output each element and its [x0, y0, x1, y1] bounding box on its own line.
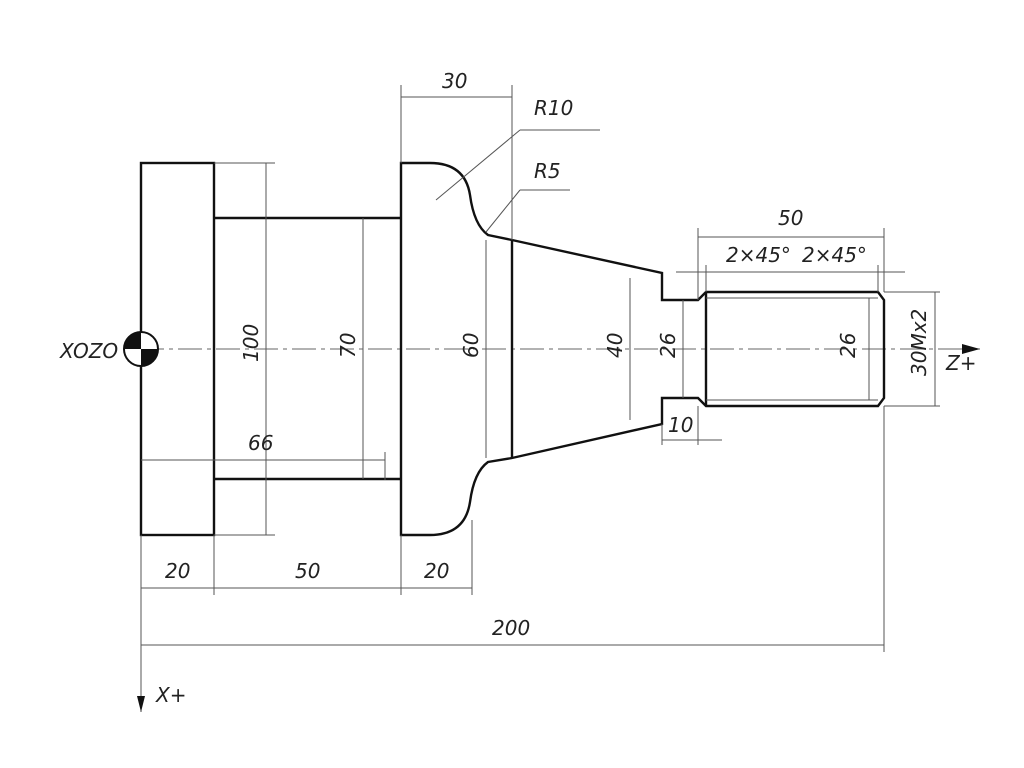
thread-spec: 30Mx2	[907, 309, 931, 376]
dim-l200: 200	[492, 616, 530, 640]
radius-r10: R10	[534, 96, 573, 120]
dim-l20b: 20	[424, 559, 449, 583]
chamfer-right: 2×45°	[802, 243, 867, 267]
dia-60: 60	[459, 333, 483, 358]
dia-26-thread: 26	[836, 333, 860, 358]
chamfer-left: 2×45°	[726, 243, 791, 267]
dim-l50-thread: 50	[778, 206, 803, 230]
z-axis-label: Z+	[945, 351, 976, 375]
dia-70: 70	[336, 333, 360, 358]
x-axis-arrow-icon	[137, 696, 145, 712]
dim-l10: 10	[668, 413, 693, 437]
origin-symbol-icon	[123, 331, 159, 367]
dia-40: 40	[603, 333, 627, 358]
radius-r5: R5	[534, 159, 561, 183]
x-axis-label: X+	[155, 683, 186, 707]
dim-l20a: 20	[165, 559, 190, 583]
z-axis-arrow-icon	[962, 344, 980, 354]
dim-l30: 30	[442, 69, 467, 93]
shaft-profile	[399, 161, 886, 537]
dim-l66: 66	[248, 431, 273, 455]
part-outline	[139, 161, 886, 537]
dia-100: 100	[239, 324, 263, 362]
dim-l50: 50	[295, 559, 320, 583]
origin-label: XOZO	[59, 339, 118, 363]
dia-26-neck: 26	[656, 333, 680, 358]
